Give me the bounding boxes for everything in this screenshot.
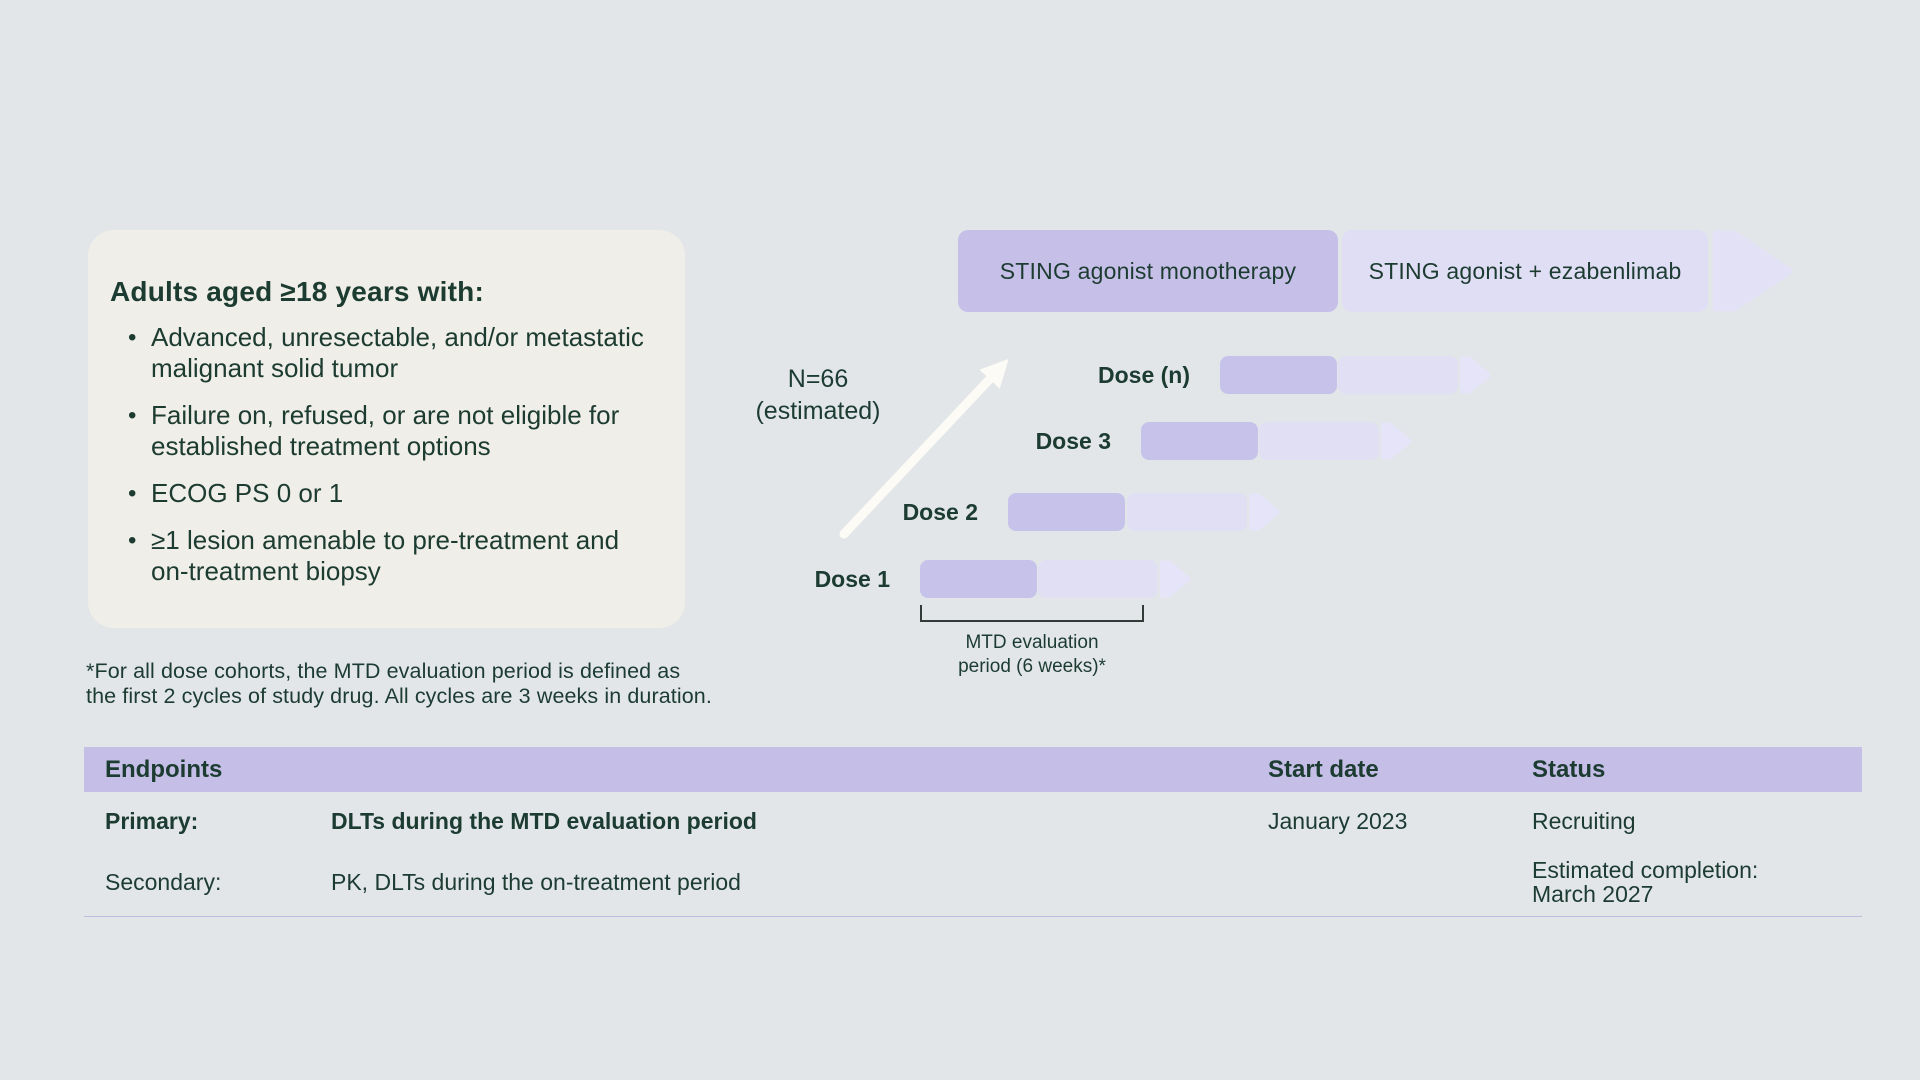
arm-combination-header: STING agonist + ezabenlimab bbox=[1342, 230, 1708, 312]
dose-1-combination-bar bbox=[1038, 560, 1158, 598]
arm-monotherapy-label: STING agonist monotherapy bbox=[999, 257, 1297, 284]
mtd-bracket-label: MTD evaluation period (6 weeks)* bbox=[932, 631, 1132, 679]
mtd-footnote-line2: the first 2 cycles of study drug. All cy… bbox=[86, 684, 712, 708]
header-start-date: Start date bbox=[1268, 756, 1379, 783]
dose-2-combination-bar bbox=[1127, 493, 1247, 531]
mtd-footnote: *For all dose cohorts, the MTD evaluatio… bbox=[86, 659, 712, 709]
enrollment-label: N=66 (estimated) bbox=[733, 363, 903, 427]
enrollment-estimated: (estimated) bbox=[755, 397, 881, 425]
arm-combination-label: STING agonist + ezabenlimab bbox=[1368, 257, 1682, 284]
secondary-status-line2: March 2027 bbox=[1532, 881, 1654, 907]
table-bottom-border bbox=[84, 916, 1862, 917]
secondary-status: Estimated completion: March 2027 bbox=[1532, 858, 1832, 906]
primary-start-date: January 2023 bbox=[1268, 808, 1408, 834]
eligibility-bullet: ECOG PS 0 or 1 bbox=[110, 478, 659, 509]
endpoints-table: Endpoints Start date Status Primary: DLT… bbox=[84, 747, 1862, 919]
enrollment-n: N=66 bbox=[787, 365, 849, 393]
dose-n-label: Dose (n) bbox=[1098, 362, 1190, 388]
dose-n-monotherapy-bar bbox=[1220, 356, 1337, 394]
secondary-endpoint: PK, DLTs during the on-treatment period bbox=[331, 869, 741, 895]
header-endpoints: Endpoints bbox=[105, 756, 223, 783]
dose-n-combination-bar bbox=[1338, 356, 1458, 394]
dose-n-bar-chevron-icon bbox=[1460, 356, 1491, 394]
eligibility-title: Adults aged ≥18 years with: bbox=[110, 276, 484, 307]
endpoints-table-header: Endpoints Start date Status bbox=[84, 747, 1862, 792]
secondary-label: Secondary: bbox=[105, 869, 222, 895]
dose-3-bar-chevron-icon bbox=[1381, 422, 1412, 460]
dose-2-bar-chevron-icon bbox=[1249, 493, 1280, 531]
arm-monotherapy-header: STING agonist monotherapy bbox=[958, 230, 1338, 312]
primary-status: Recruiting bbox=[1532, 808, 1636, 834]
dose-2-monotherapy-bar bbox=[1008, 493, 1125, 531]
mtd-bracket-icon bbox=[920, 605, 1144, 622]
mtd-bracket-label-line2: period (6 weeks)* bbox=[958, 656, 1106, 677]
eligibility-list: Advanced, unresectable, and/or metastati… bbox=[110, 322, 659, 587]
eligibility-bullet: Advanced, unresectable, and/or metastati… bbox=[110, 322, 659, 384]
dose-escalation-arrow-icon bbox=[839, 358, 1009, 539]
dose-1-bar-chevron-icon bbox=[1160, 560, 1191, 598]
primary-endpoint: DLTs during the MTD evaluation period bbox=[331, 808, 757, 834]
dose-3-combination-bar bbox=[1259, 422, 1379, 460]
arm-combination-chevron-icon bbox=[1712, 230, 1793, 312]
dose-3-monotherapy-bar bbox=[1141, 422, 1258, 460]
primary-label: Primary: bbox=[105, 808, 199, 834]
mtd-footnote-line1: *For all dose cohorts, the MTD evaluatio… bbox=[86, 659, 681, 683]
mtd-bracket-label-line1: MTD evaluation bbox=[965, 632, 1099, 653]
header-status: Status bbox=[1532, 756, 1606, 783]
eligibility-panel: Adults aged ≥18 years with: Advanced, un… bbox=[88, 230, 685, 628]
dose-1-monotherapy-bar bbox=[920, 560, 1037, 598]
dose-2-label: Dose 2 bbox=[902, 499, 978, 525]
dose-1-label: Dose 1 bbox=[814, 566, 890, 592]
dose-3-label: Dose 3 bbox=[1035, 428, 1111, 454]
secondary-status-line1: Estimated completion: bbox=[1532, 857, 1759, 883]
eligibility-bullet: ≥1 lesion amenable to pre-treatment and … bbox=[110, 525, 659, 587]
eligibility-bullet: Failure on, refused, or are not eligible… bbox=[110, 400, 659, 462]
